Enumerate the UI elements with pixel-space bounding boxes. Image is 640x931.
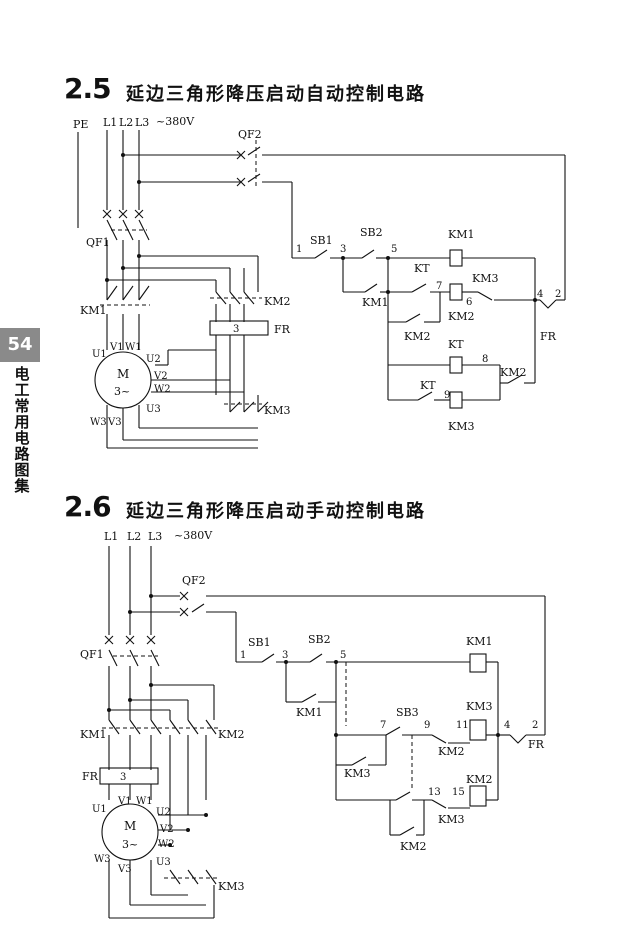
label-sb1-1: SB1 [310, 234, 333, 247]
svg-text:5: 5 [391, 244, 397, 255]
svg-text:2: 2 [532, 720, 538, 731]
svg-text:FR: FR [540, 330, 557, 343]
svg-text:QF2: QF2 [182, 574, 206, 587]
motor-1-phase: 3~ [114, 385, 130, 398]
svg-text:1: 1 [296, 244, 302, 255]
svg-text:W3: W3 [90, 417, 107, 428]
svg-text:M: M [124, 819, 136, 833]
page-number-tab: 54 [0, 328, 40, 362]
svg-text:KM1: KM1 [296, 706, 322, 719]
svg-text:V3: V3 [107, 417, 122, 428]
svg-text:L2: L2 [127, 530, 141, 543]
svg-text:KM3: KM3 [472, 272, 498, 285]
svg-text:7: 7 [436, 281, 442, 292]
book-title-vertical: 电工常用电路图集 [14, 365, 30, 495]
label-qf1: QF1 [86, 236, 110, 249]
svg-text:L1: L1 [104, 530, 118, 543]
svg-text:V1: V1 [109, 342, 124, 353]
svg-text:11: 11 [456, 720, 469, 731]
svg-text:KM3: KM3 [344, 767, 370, 780]
svg-text:7: 7 [380, 720, 386, 731]
svg-text:KM2: KM2 [448, 310, 474, 323]
section-1-number: 2.5 [64, 72, 112, 105]
svg-text:KM2: KM2 [500, 366, 526, 379]
svg-text:FR: FR [82, 770, 99, 783]
svg-text:3: 3 [282, 650, 288, 661]
svg-text:3: 3 [340, 244, 346, 255]
svg-text:KM1: KM1 [466, 635, 492, 648]
svg-text:SB1: SB1 [248, 636, 271, 649]
svg-text:KM3: KM3 [448, 420, 474, 433]
svg-text:SB2: SB2 [308, 633, 331, 646]
svg-text:W1: W1 [136, 796, 153, 807]
motor-1-symbol: M [117, 367, 129, 381]
section-2-title: 延边三角形降压启动手动控制电路 [126, 501, 426, 522]
svg-text:U3: U3 [146, 404, 161, 415]
svg-text:V2: V2 [153, 371, 168, 382]
svg-text:KM2: KM2 [466, 773, 492, 786]
diagram-2-6: L1 L2 L3 ~380V QF2 QF1 [80, 529, 546, 919]
label-km1-main: KM1 [80, 304, 106, 317]
svg-text:QF1: QF1 [80, 648, 104, 661]
svg-text:KM3: KM3 [466, 700, 492, 713]
svg-text:KT: KT [420, 379, 436, 392]
svg-text:U2: U2 [146, 354, 161, 365]
svg-text:V1: V1 [117, 796, 132, 807]
svg-text:U1: U1 [92, 349, 107, 360]
section-1-title: 延边三角形降压启动自动控制电路 [126, 84, 426, 105]
label-km3-main: KM3 [264, 404, 290, 417]
svg-text:KM2: KM2 [438, 745, 464, 758]
svg-text:V3: V3 [117, 864, 132, 875]
svg-text:KM1: KM1 [80, 728, 106, 741]
svg-text:15: 15 [452, 787, 465, 798]
svg-text:4: 4 [504, 720, 510, 731]
svg-text:W2: W2 [154, 384, 171, 395]
svg-text:KM3: KM3 [218, 880, 244, 893]
svg-text:KM3: KM3 [438, 813, 464, 826]
svg-text:W3: W3 [94, 854, 111, 865]
label-voltage: ~380V [156, 115, 195, 128]
label-sb2-1: SB2 [360, 226, 383, 239]
svg-text:KT: KT [448, 338, 464, 351]
svg-text:8: 8 [482, 354, 488, 365]
svg-text:KM2: KM2 [218, 728, 244, 741]
svg-text:~380V: ~380V [174, 529, 213, 542]
svg-text:W1: W1 [125, 342, 142, 353]
svg-text:3: 3 [120, 772, 126, 783]
fr-block-1: 3 [233, 324, 239, 335]
svg-text:6: 6 [466, 297, 472, 308]
label-l3: L3 [135, 116, 149, 129]
svg-text:13: 13 [428, 787, 441, 798]
svg-text:2: 2 [555, 289, 561, 300]
svg-text:KM1: KM1 [448, 228, 474, 241]
svg-text:L3: L3 [148, 530, 162, 543]
svg-text:KM1: KM1 [362, 296, 388, 309]
svg-text:9: 9 [424, 720, 430, 731]
svg-text:SB3: SB3 [396, 706, 419, 719]
diagram-2-5: PE L1 L2 L3 ~380V QF1 KM1 [73, 115, 566, 449]
label-kt-1: KT [414, 262, 430, 275]
label-fr-1: FR [274, 323, 291, 336]
svg-text:U2: U2 [156, 807, 171, 818]
svg-text:FR: FR [528, 738, 545, 751]
svg-text:4: 4 [537, 289, 543, 300]
label-km2-main: KM2 [264, 295, 290, 308]
label-pe: PE [73, 118, 88, 131]
svg-text:3~: 3~ [122, 838, 138, 851]
svg-text:KM2: KM2 [400, 840, 426, 853]
label-l2: L2 [119, 116, 133, 129]
label-qf2-1: QF2 [238, 128, 262, 141]
svg-text:5: 5 [340, 650, 346, 661]
svg-text:U1: U1 [92, 804, 107, 815]
svg-text:U3: U3 [156, 857, 171, 868]
section-2-number: 2.6 [64, 490, 112, 523]
svg-text:9: 9 [444, 390, 450, 401]
svg-text:KM2: KM2 [404, 330, 430, 343]
label-l1: L1 [103, 116, 117, 129]
svg-text:1: 1 [240, 650, 246, 661]
